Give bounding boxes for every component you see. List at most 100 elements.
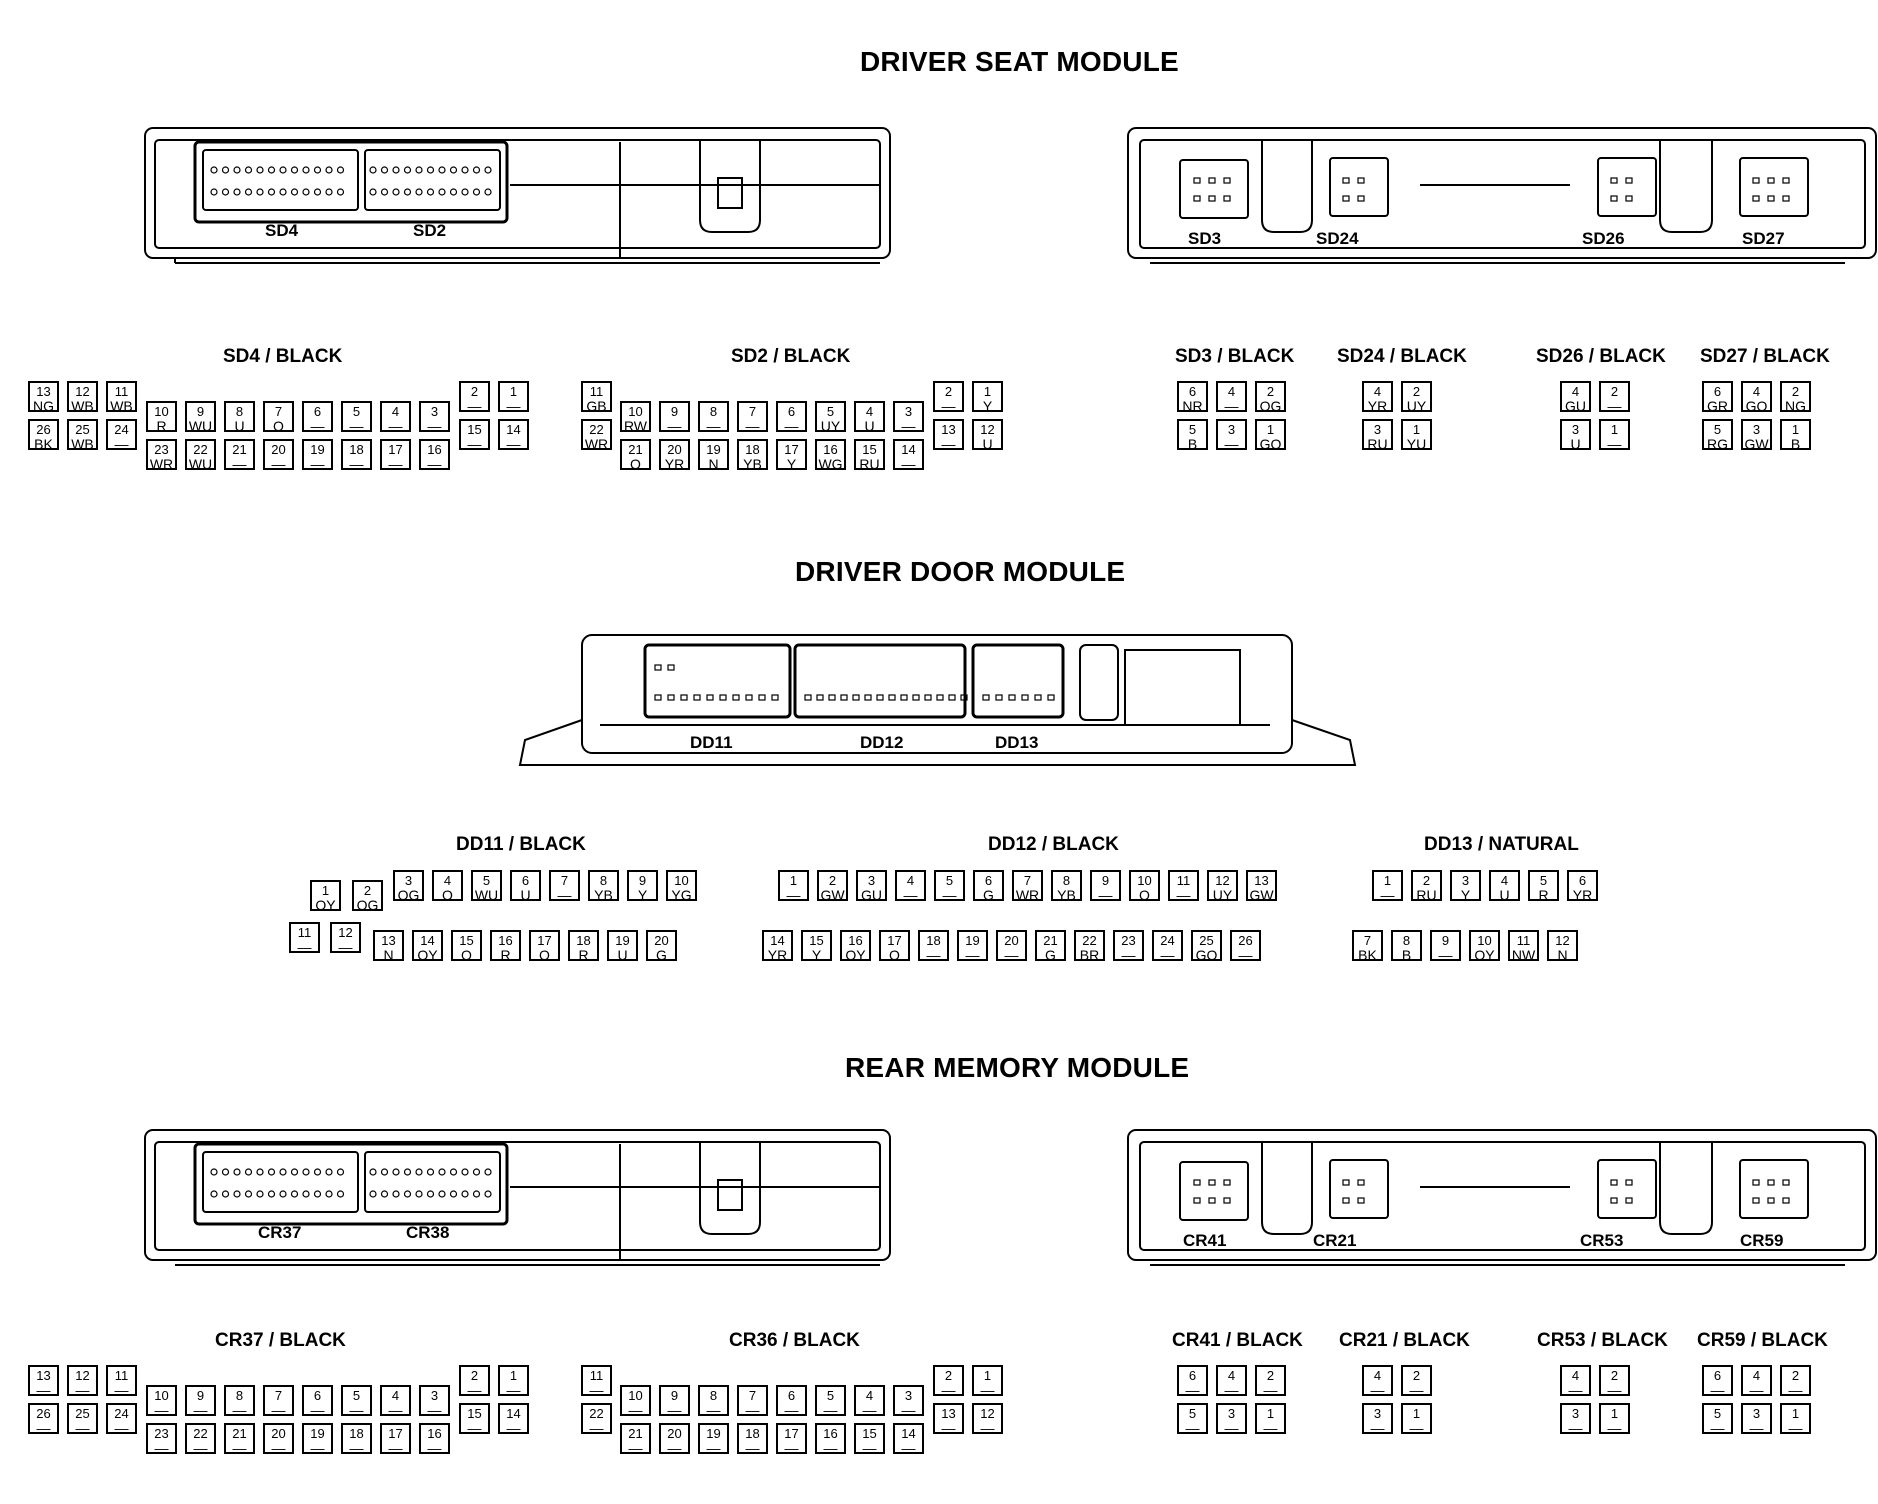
pin-number: 20 xyxy=(1004,933,1019,948)
pin-cr36-4: 4— xyxy=(854,1385,885,1417)
cavity-dot xyxy=(1782,195,1790,202)
cavity-dot xyxy=(1357,1197,1365,1204)
wire-color: O xyxy=(539,947,550,963)
wire-color: U xyxy=(1570,436,1581,452)
cavity-dot xyxy=(380,1168,389,1176)
wire-color: N xyxy=(708,456,719,472)
cavity-dot xyxy=(816,694,824,701)
pin-sd2-14: 14— xyxy=(893,439,924,471)
cavity-dot xyxy=(233,166,241,174)
module-label-sd26: SD26 xyxy=(1582,229,1625,248)
wire-color: — xyxy=(388,456,403,472)
module-label-cr21: CR21 xyxy=(1313,1231,1356,1250)
wire-color: — xyxy=(1098,887,1113,903)
pin-sd2-8: 8— xyxy=(698,401,729,433)
pin-number: 5 xyxy=(352,404,361,419)
pin-cr36-21: 21— xyxy=(620,1423,651,1455)
pin-cr36-6: 6— xyxy=(776,1385,807,1418)
connector-title-cr41: CR41 / BLACK xyxy=(1172,1330,1303,1351)
wire-color: — xyxy=(557,887,572,903)
wire-color: — xyxy=(271,1402,286,1418)
connector-title-cr37: CR37 / BLACK xyxy=(215,1330,346,1351)
pin-cr21-1: 1— xyxy=(1401,1403,1432,1435)
pin-number: 26 xyxy=(36,422,51,437)
pin-sd26-1: 1— xyxy=(1599,419,1630,451)
pin-sd4-15: 15— xyxy=(459,419,490,451)
cavity-dot xyxy=(313,1168,322,1176)
pin-number: 4 xyxy=(1373,384,1382,399)
cavity-dot xyxy=(336,1190,345,1198)
cavity-dot xyxy=(392,1190,400,1198)
wire-color: — xyxy=(349,1440,364,1456)
wire-color: YB xyxy=(1057,887,1076,903)
cavity-dot xyxy=(1767,177,1775,184)
pin-cr41-5: 5— xyxy=(1177,1403,1208,1435)
pin-number: 9 xyxy=(670,404,679,419)
wire-color: — xyxy=(75,1420,90,1436)
connector-title-sd3: SD3 / BLACK xyxy=(1175,346,1295,367)
wire-color: NG xyxy=(1785,398,1806,414)
cavity-dot xyxy=(1610,1197,1618,1204)
wire-color: — xyxy=(1263,1420,1278,1436)
wire-color: — xyxy=(784,1402,799,1418)
pin-dd13-9: 9— xyxy=(1430,930,1461,963)
wire-color: GR xyxy=(1707,398,1728,414)
cavity-dot xyxy=(256,166,264,174)
pin-cr37-14: 14— xyxy=(498,1403,529,1435)
cavity-dot xyxy=(290,188,299,196)
connector-title-dd11: DD11 / BLACK xyxy=(456,834,586,855)
pin-sd2-6: 6— xyxy=(776,401,807,433)
cavity-dot xyxy=(403,1190,412,1198)
pin-number: 8 xyxy=(235,1388,244,1403)
pin-cr37-11: 11— xyxy=(106,1365,137,1397)
wire-color: WU xyxy=(188,456,213,472)
cavity-dot xyxy=(210,188,218,196)
pin-cr41-3: 3— xyxy=(1216,1403,1247,1435)
pin-cr36-11: 11— xyxy=(581,1365,612,1397)
pin-number: 5 xyxy=(945,873,954,888)
pin-number: 22 xyxy=(193,1426,208,1441)
wire-color: — xyxy=(1370,1420,1385,1436)
pin-cr41-6: 6— xyxy=(1177,1365,1208,1397)
pin-number: 22 xyxy=(589,1406,604,1421)
cavity-dot xyxy=(210,166,218,174)
pin-sd4-17: 17— xyxy=(380,439,411,472)
wire-color: — xyxy=(349,418,364,434)
cavity-dot xyxy=(461,1168,469,1176)
pin-number: 1 xyxy=(1412,422,1421,437)
pin-cr37-8: 8— xyxy=(224,1385,255,1418)
pin-cr41-1: 1— xyxy=(1255,1403,1286,1436)
wire-color: Y xyxy=(637,887,648,903)
wire-color: WR xyxy=(584,436,609,452)
wire-color: — xyxy=(1568,1382,1583,1398)
wire-color: — xyxy=(1438,947,1453,963)
wire-color: — xyxy=(232,1402,247,1418)
pin-cr37-3: 3— xyxy=(419,1385,450,1417)
pin-sd4-2: 2— xyxy=(459,381,490,413)
wire-color: YR xyxy=(664,456,685,472)
pin-number: 3 xyxy=(1373,1406,1382,1421)
wire-color: RG xyxy=(1707,436,1728,452)
pin-sd2-13: 13— xyxy=(933,419,964,451)
cavity-dot xyxy=(1223,195,1231,202)
pin-cr37-22: 22— xyxy=(185,1423,216,1455)
pin-sd4-20: 20— xyxy=(263,439,294,471)
pin-number: 8 xyxy=(709,404,718,419)
wire-color: — xyxy=(427,456,442,472)
pin-number: 2 xyxy=(363,883,372,898)
wire-color: R xyxy=(500,947,511,963)
pin-number: 11 xyxy=(1516,933,1531,948)
module-label-dd11: DD11 xyxy=(690,733,733,752)
cavity-dot xyxy=(472,1190,481,1198)
wire-color: — xyxy=(589,1420,604,1436)
